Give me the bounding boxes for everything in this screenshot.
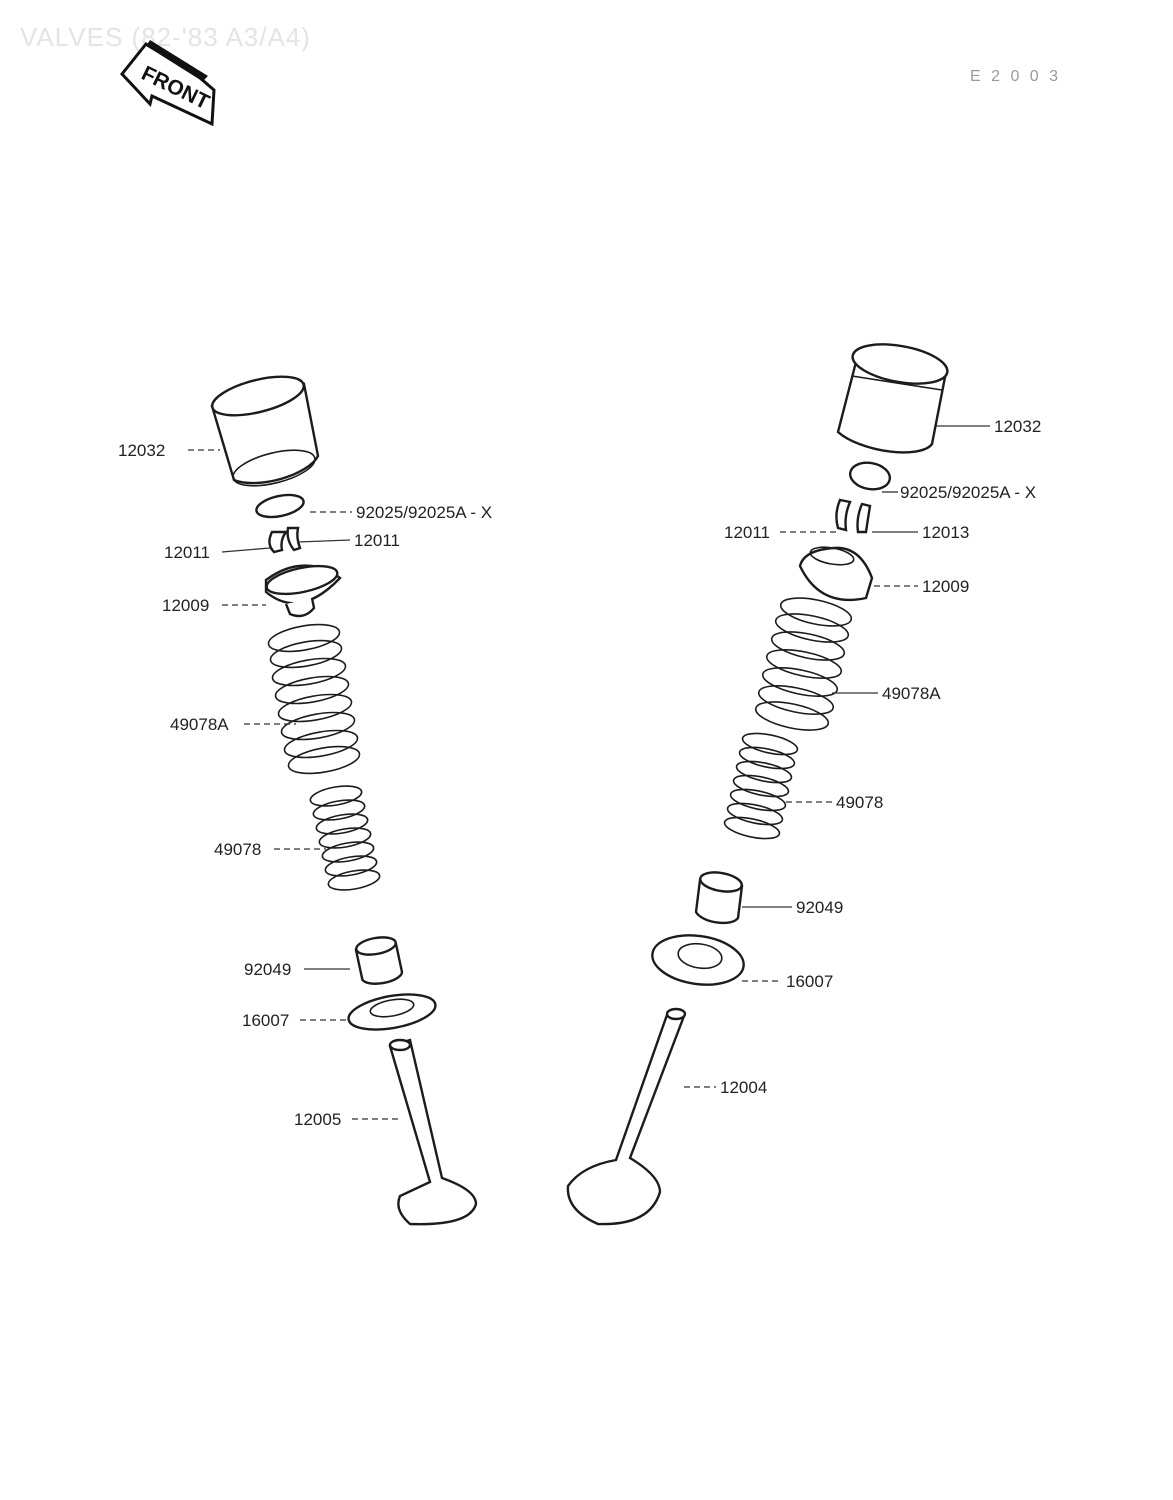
exhaust-cotters [835, 498, 872, 534]
exhaust-valve-seal [694, 871, 744, 925]
diagram-title: VALVES (82-'83 A3/A4) [20, 22, 311, 52]
exhaust-spring-seat-label: 16007 [786, 972, 833, 991]
intake-inner-spring-label: 49078 [214, 840, 261, 859]
exhaust-retainer [798, 546, 874, 602]
exhaust-shim [848, 461, 892, 491]
intake-shim-label: 92025/92025A - X [356, 503, 492, 522]
front-arrow-icon: FRONT [120, 40, 216, 127]
intake-inner-spring [309, 785, 381, 891]
exhaust-tappet [836, 343, 949, 454]
leader-lines [188, 425, 990, 1120]
intake-tappet-label: 12032 [118, 441, 165, 460]
exhaust-valve [566, 1007, 687, 1226]
exhaust-cotter-right-label: 12013 [922, 523, 969, 542]
intake-spring-seat [347, 993, 437, 1031]
exhaust-valve-label: 12004 [720, 1078, 767, 1097]
exhaust-shim-label: 92025/92025A - X [900, 483, 1036, 502]
intake-retainer [264, 564, 342, 618]
intake-outer-spring [267, 623, 361, 775]
diagram-reference-code: E 2 0 0 3 [970, 68, 1062, 85]
exhaust-inner-spring-label: 49078 [836, 793, 883, 812]
intake-valve-seal [354, 936, 404, 985]
intake-spring-seat-label: 16007 [242, 1011, 289, 1030]
intake-cotters [268, 526, 302, 554]
exhaust-spring-seat [651, 934, 745, 986]
intake-tappet [210, 375, 320, 487]
exhaust-seal-label: 92049 [796, 898, 843, 917]
exhaust-inner-spring [723, 732, 799, 840]
intake-valve-label: 12005 [294, 1110, 341, 1129]
intake-retainer-label: 12009 [162, 596, 209, 615]
intake-shim [255, 493, 305, 519]
exhaust-retainer-label: 12009 [922, 577, 969, 596]
intake-seal-label: 92049 [244, 960, 291, 979]
exhaust-outer-spring [754, 597, 853, 731]
intake-cotter-right-label: 12011 [354, 531, 400, 550]
exhaust-outer-spring-label: 49078A [882, 684, 941, 703]
exhaust-cotter-left-label: 12011 [724, 523, 770, 542]
intake-valve [388, 1038, 478, 1226]
intake-cotter-left-label: 12011 [164, 543, 210, 562]
intake-outer-spring-label: 49078A [170, 715, 229, 734]
exhaust-tappet-label: 12032 [994, 417, 1041, 436]
